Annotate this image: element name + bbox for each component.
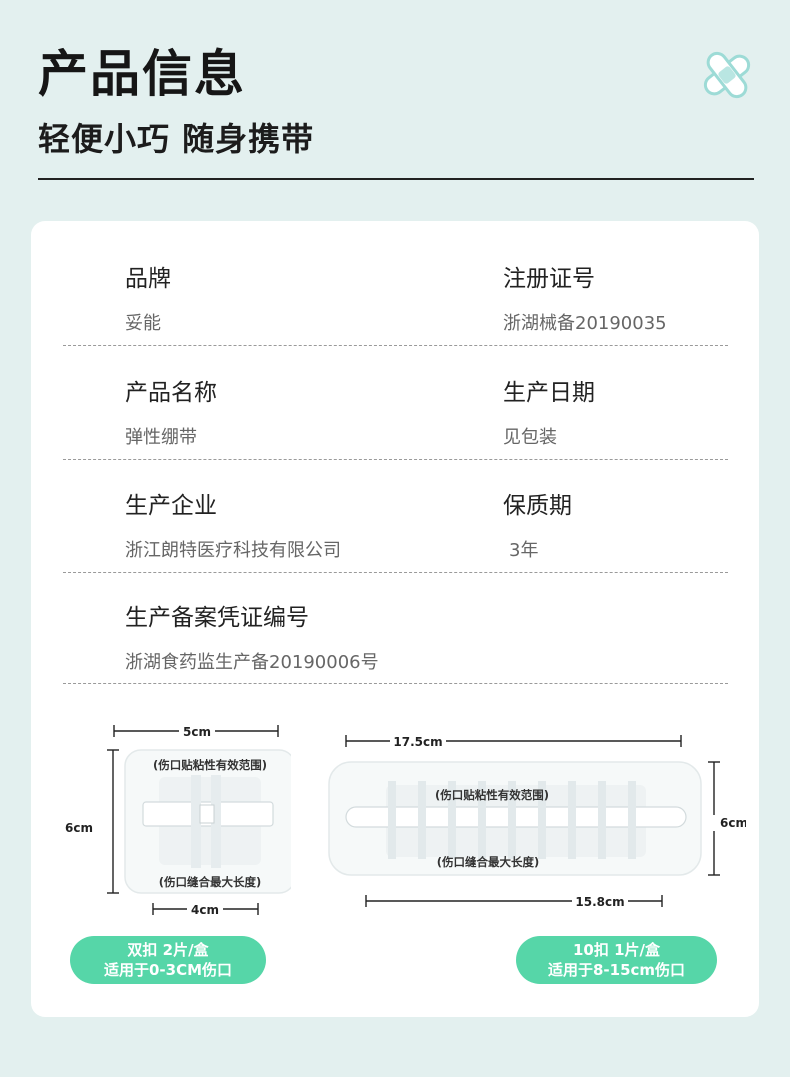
height-label: 6cm xyxy=(720,816,746,830)
info-row-filing: 生产备案凭证编号 浙湖食药监生产备20190006号 xyxy=(63,598,728,684)
page-title: 产品信息 xyxy=(38,45,246,103)
max-suture-caption: (伤口缝合最大长度) xyxy=(159,875,262,889)
field-registration: 注册证号 浙湖械备20190035 xyxy=(503,259,667,335)
pack-spec: 10扣 1片/盒 xyxy=(572,941,660,959)
bandage-icon xyxy=(703,51,751,99)
field-brand: 品牌 妥能 xyxy=(125,259,171,335)
field-label: 注册证号 xyxy=(503,266,595,292)
info-row-brand: 品牌 妥能 注册证号 浙湖械备20190035 xyxy=(63,259,728,346)
wound-range: 适用于0-3CM伤口 xyxy=(103,961,233,979)
small-pack-badge: 双扣 2片/盒 适用于0-3CM伤口 xyxy=(70,936,266,984)
suture-length-label: 4cm xyxy=(191,903,219,917)
adhesive-range-caption: (伤口贴粘性有效范围) xyxy=(435,788,549,802)
field-label: 保质期 xyxy=(503,493,572,519)
pack-spec: 双扣 2片/盒 xyxy=(127,941,209,959)
max-suture-caption: (伤口缝合最大长度) xyxy=(437,855,540,869)
field-product-name: 产品名称 弹性绷带 xyxy=(125,373,217,449)
field-value: 妥能 xyxy=(125,313,161,334)
field-value: 浙江朗特医疗科技有限公司 xyxy=(125,540,341,561)
height-label: 6cm xyxy=(65,821,93,835)
field-label: 生产备案凭证编号 xyxy=(125,605,309,631)
field-value: 弹性绷带 xyxy=(125,427,197,448)
info-row-manufacturer: 生产企业 浙江朗特医疗科技有限公司 保质期 3年 xyxy=(63,486,728,573)
field-label: 产品名称 xyxy=(125,380,217,406)
adhesive-range-caption: (伤口贴粘性有效范围) xyxy=(153,758,267,772)
field-value: 浙湖食药监生产备20190006号 xyxy=(125,652,379,673)
page-subtitle: 轻便小巧 随身携带 xyxy=(38,120,315,158)
field-value: 见包装 xyxy=(503,427,557,448)
field-shelf-life: 保质期 3年 xyxy=(503,486,572,562)
wound-range: 适用于8-15cm伤口 xyxy=(547,961,686,979)
field-label: 生产企业 xyxy=(125,493,217,519)
header-divider xyxy=(38,178,754,180)
field-value: 3年 xyxy=(509,540,539,561)
field-value: 浙湖械备20190035 xyxy=(503,313,667,334)
small-product-diagram: 5cm 6cm (伤口贴粘性有效范围) (伤口缝合最大长度) 4cm xyxy=(65,723,291,917)
field-filing-number: 生产备案凭证编号 浙湖食药监生产备20190006号 xyxy=(125,598,379,674)
field-label: 生产日期 xyxy=(503,380,595,406)
width-label: 5cm xyxy=(183,725,211,739)
field-production-date: 生产日期 见包装 xyxy=(503,373,595,449)
suture-length-label: 15.8cm xyxy=(575,895,624,909)
large-pack-badge: 10扣 1片/盒 适用于8-15cm伤口 xyxy=(516,936,717,984)
info-row-product: 产品名称 弹性绷带 生产日期 见包装 xyxy=(63,373,728,460)
field-manufacturer: 生产企业 浙江朗特医疗科技有限公司 xyxy=(125,486,341,562)
width-label: 17.5cm xyxy=(393,735,442,749)
field-label: 品牌 xyxy=(125,266,171,292)
large-product-diagram: 17.5cm (伤口贴粘性有效范围) (伤口缝合最大长度) 6cm 15.8cm xyxy=(328,733,746,909)
product-info-card: 品牌 妥能 注册证号 浙湖械备20190035 产品名称 弹性绷带 生产日期 见… xyxy=(31,221,759,1017)
